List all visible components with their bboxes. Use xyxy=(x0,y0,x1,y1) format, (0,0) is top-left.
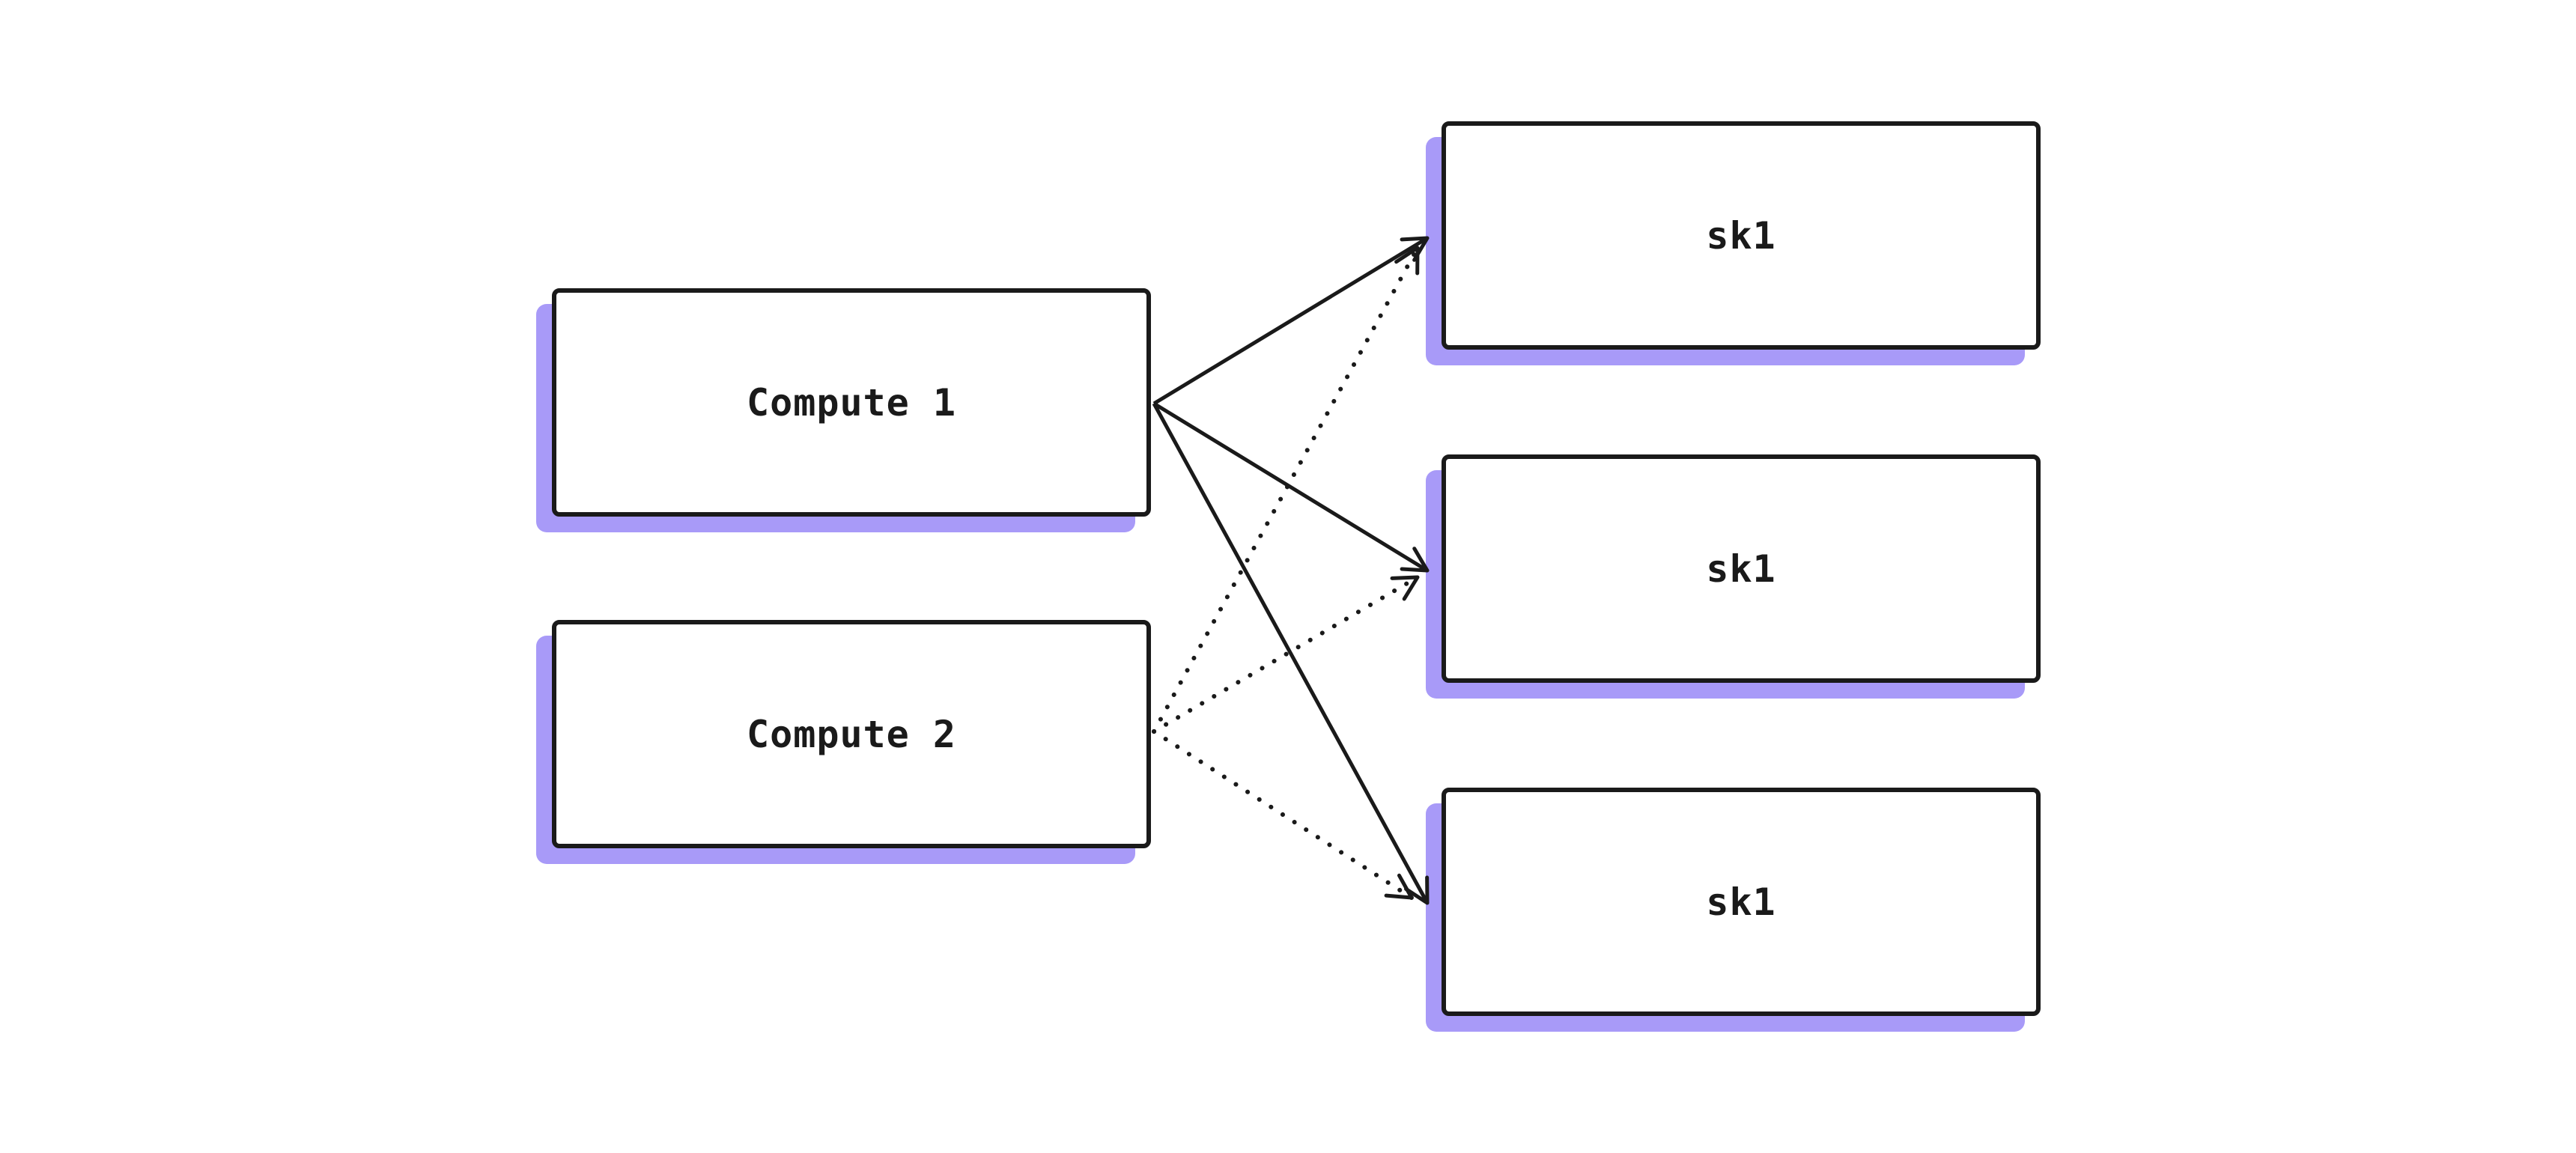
node-sk1-middle: sk1 xyxy=(1426,454,2041,699)
node-sk1-top: sk1 xyxy=(1426,121,2041,365)
node-label: sk1 xyxy=(1706,547,1776,591)
node-compute-1: Compute 1 xyxy=(536,288,1151,532)
node-box: Compute 2 xyxy=(552,620,1151,848)
edge-compute2-to-sk1-middle xyxy=(1152,575,1420,734)
edge-compute1-to-sk1-top xyxy=(1152,236,1430,406)
edge-compute2-to-sk1-top xyxy=(1152,246,1420,734)
node-box: sk1 xyxy=(1442,788,2041,1016)
node-label: sk1 xyxy=(1706,880,1776,924)
node-box: sk1 xyxy=(1442,121,2041,350)
edge-compute2-to-sk1-bottom xyxy=(1152,729,1414,900)
node-compute-2: Compute 2 xyxy=(536,620,1151,864)
node-sk1-bottom: sk1 xyxy=(1426,788,2041,1032)
node-box: Compute 1 xyxy=(552,288,1151,517)
node-label: sk1 xyxy=(1706,213,1776,258)
node-label: Compute 2 xyxy=(747,712,956,756)
edge-compute1-to-sk1-bottom xyxy=(1152,402,1430,905)
node-box: sk1 xyxy=(1442,454,2041,683)
node-label: Compute 1 xyxy=(747,380,956,425)
edge-compute1-to-sk1-middle xyxy=(1152,401,1430,573)
